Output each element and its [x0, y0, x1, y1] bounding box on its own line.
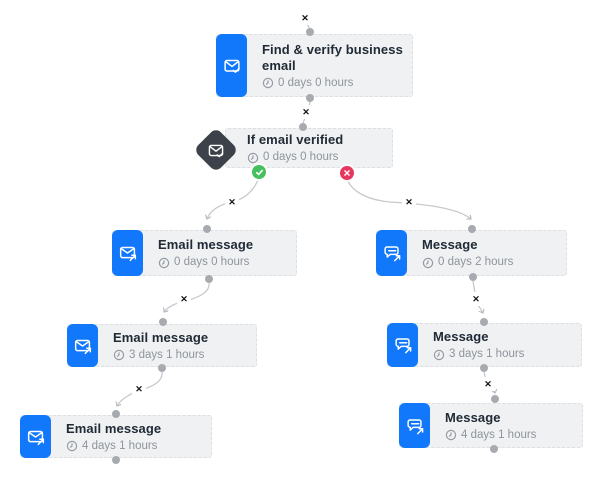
node-title: Message: [433, 329, 489, 344]
clock-icon: [66, 440, 78, 452]
node-delay: 4 days 1 hours: [66, 440, 203, 453]
connector-handle-dot[interactable]: [158, 364, 166, 372]
node-title: Email message: [113, 329, 209, 345]
node-delay: 0 days 0 hours: [247, 151, 384, 164]
node-delay: 0 days 2 hours: [422, 256, 558, 269]
remove-step-button[interactable]: ✕: [481, 377, 495, 391]
remove-step-button[interactable]: ✕: [402, 195, 416, 209]
node-delay: 0 days 0 hours: [158, 256, 288, 269]
clock-icon: [113, 349, 125, 361]
envelope-check-icon: [216, 34, 247, 97]
connector-handle-dot[interactable]: [306, 28, 314, 36]
delay-text: 0 days 0 hours: [278, 76, 354, 89]
delay-text: 3 days 1 hours: [449, 348, 525, 360]
remove-step-button[interactable]: ✕: [298, 11, 312, 25]
delay-text: 4 days 1 hours: [82, 439, 158, 452]
delay-text: 0 days 2 hours: [438, 256, 514, 268]
node-delay: 3 days 1 hours: [433, 348, 573, 361]
node-title: Email message: [158, 237, 254, 252]
node-title: Message: [422, 237, 478, 252]
connector-handle-dot[interactable]: [306, 94, 314, 102]
envelope-send-icon: [67, 324, 98, 367]
node-message-3[interactable]: Message 4 days 1 hours: [399, 403, 583, 448]
node-email-message-1[interactable]: Email message 0 days 0 hours: [112, 230, 297, 276]
connector-handle-dot[interactable]: [205, 275, 213, 283]
condition-diamond-envelope-check-icon: [193, 127, 239, 173]
connector-handle-dot[interactable]: [112, 456, 120, 464]
node-message-1[interactable]: Message 0 days 2 hours: [376, 230, 567, 276]
node-delay: 0 days 0 hours: [262, 77, 404, 90]
remove-step-button[interactable]: ✕: [132, 382, 146, 396]
node-find-verify-email[interactable]: Find & verify business email 0 days 0 ho…: [216, 34, 413, 97]
chat-send-icon: [376, 230, 407, 276]
delay-text: 4 days 1 hours: [461, 428, 537, 441]
branch-no-cross-icon[interactable]: [340, 166, 354, 180]
delay-text: 0 days 0 hours: [174, 256, 250, 268]
branch-yes-check-icon[interactable]: [252, 165, 266, 179]
connector-handle-dot[interactable]: [469, 273, 477, 281]
node-email-message-2[interactable]: Email message 3 days 1 hours: [67, 324, 257, 367]
connector-handle-dot[interactable]: [491, 395, 499, 403]
node-title: Message: [445, 409, 501, 425]
clock-icon: [262, 77, 274, 89]
clock-icon: [445, 429, 457, 441]
clock-icon: [158, 257, 170, 268]
node-message-2[interactable]: Message 3 days 1 hours: [387, 323, 582, 367]
remove-step-button[interactable]: ✕: [177, 292, 191, 306]
node-title: If email verified: [247, 132, 344, 147]
chat-send-icon: [387, 323, 418, 367]
node-title: Email message: [66, 420, 162, 436]
remove-step-button[interactable]: ✕: [225, 195, 239, 209]
delay-text: 0 days 0 hours: [263, 151, 339, 163]
connector-handle-dot[interactable]: [112, 410, 120, 418]
connector-handle-dot[interactable]: [468, 225, 476, 233]
node-if-email-verified[interactable]: If email verified 0 days 0 hours: [225, 128, 393, 168]
wire-email1-to-email2: [164, 282, 210, 312]
connector-handle-dot[interactable]: [299, 123, 307, 131]
node-email-message-3[interactable]: Email message 4 days 1 hours: [20, 415, 212, 458]
envelope-send-icon: [112, 230, 143, 276]
connector-handle-dot[interactable]: [159, 318, 167, 326]
clock-icon: [433, 349, 445, 360]
chat-send-icon: [399, 403, 430, 448]
connector-handle-dot[interactable]: [480, 318, 488, 326]
connector-handle-dot[interactable]: [203, 225, 211, 233]
clock-icon: [422, 257, 434, 268]
node-delay: 3 days 1 hours: [113, 349, 248, 362]
envelope-send-icon: [20, 415, 51, 458]
connector-handle-dot[interactable]: [490, 445, 498, 453]
delay-text: 3 days 1 hours: [129, 348, 205, 361]
node-title: Find & verify business email: [262, 41, 403, 73]
remove-step-button[interactable]: ✕: [469, 292, 483, 306]
node-delay: 4 days 1 hours: [445, 429, 574, 442]
connector-handle-dot[interactable]: [480, 364, 488, 372]
remove-step-button[interactable]: ✕: [299, 105, 313, 119]
wire-email2-to-email3: [117, 371, 163, 406]
clock-icon: [247, 152, 259, 163]
wire-no-branch: [346, 178, 471, 219]
